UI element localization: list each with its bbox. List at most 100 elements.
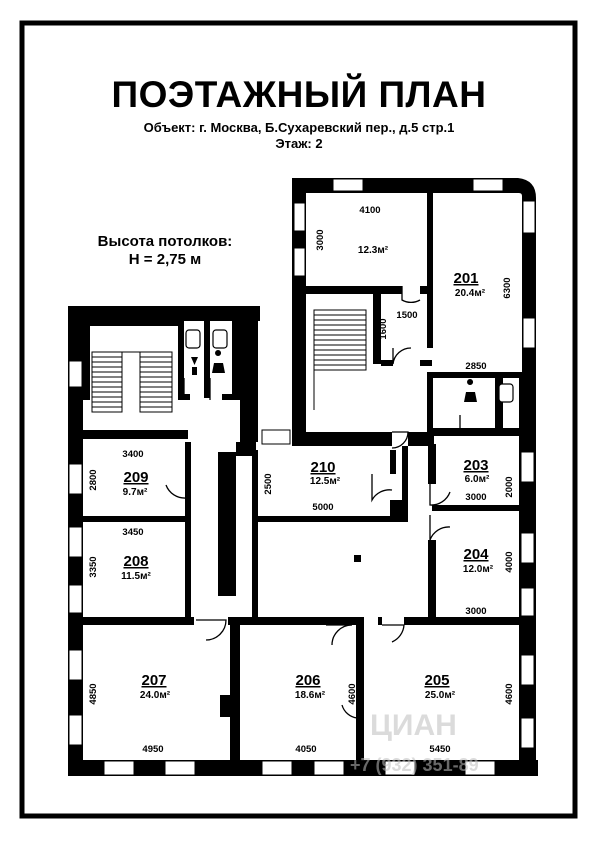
dimension: 4100 [359,205,380,216]
wall-segment [230,717,240,762]
ceiling-height-label: Высота потолков: [97,233,233,250]
room-number: 208 [123,553,148,570]
door [165,472,187,499]
door [391,431,409,449]
dimension: 4000 [504,551,515,572]
stair-steps [92,314,366,408]
wall-segment [432,505,522,511]
window [520,451,535,483]
wall-segment [378,617,382,625]
dimension: 2000 [504,476,515,497]
toilet-icon [185,329,201,349]
wall-segment [252,450,258,620]
stairs [91,309,367,413]
window [332,178,364,192]
wall-segment [306,286,402,294]
wall-segment [420,286,432,294]
watermark-logo: ЦИАН [370,709,457,742]
room-number: 209 [123,469,148,486]
ceiling-height-value: H = 2,75 м [128,251,202,268]
window [68,584,83,614]
door [326,624,353,646]
window [384,760,416,776]
wall-segment [185,442,191,617]
wall-segment [228,617,356,625]
room-area: 12.3м² [358,245,389,256]
dimension: 4850 [88,683,99,704]
wall-segment [292,286,306,446]
wall-segment [519,378,536,438]
dimension: 4600 [347,683,358,704]
room-number: 205 [424,672,449,689]
door [196,619,227,641]
window [520,587,535,617]
room-area: 24.0м² [140,690,171,701]
wall-segment [381,360,393,366]
room-number: 207 [141,672,166,689]
room-area: 20.4м² [455,288,486,299]
wall-segment [430,428,536,436]
wall-segment [204,320,210,398]
window [68,526,83,558]
wall-segment [232,320,240,398]
door [341,695,358,719]
wall-segment [373,294,381,364]
room-area: 6.0м² [465,474,490,485]
doors [165,286,461,719]
inner-walls [70,193,522,762]
wall-segment [256,516,398,522]
wall-segment [390,500,402,522]
door [429,515,451,541]
room-number: 204 [463,546,489,563]
toilet-icon [212,329,228,349]
wall-segment [222,394,240,400]
room-number: 203 [463,457,488,474]
watermark: ЦИАН +7 (932) 351-89 [350,709,479,775]
wall-segment [402,446,408,522]
toilets [185,329,514,403]
dimension: 1500 [396,310,417,321]
window [164,760,196,776]
dimension: 3000 [465,492,486,503]
door [401,286,421,304]
wall-segment [432,372,522,378]
window [103,760,135,776]
door [392,347,412,365]
wall-segment [88,320,178,326]
wall-segment [178,320,184,398]
window [68,714,83,746]
window [68,463,83,495]
restroom-signs [191,350,477,402]
window [520,532,535,564]
wall-segment [70,430,188,439]
window [261,760,293,776]
watermark-phone: +7 (932) 351-89 [350,755,479,775]
female-icon [464,379,477,402]
dimension: 3000 [315,229,326,250]
page-border [19,20,578,819]
room-area: 11.5м² [121,571,151,582]
room-number: 210 [310,459,335,476]
dimension: 5000 [312,502,333,513]
room-labels: 12.3м² 201 20.4м² 203 6.0м² 204 12.0м² 2… [121,245,494,701]
dimension: 4600 [504,683,515,704]
door [382,624,405,643]
room-number: 201 [453,270,478,287]
windows [68,178,536,776]
stair-rails [121,351,315,412]
wall-segment [427,193,433,348]
room-area: 9.7м² [123,487,148,498]
wall-segment [428,540,436,622]
object-address: Объект: г. Москва, Б.Сухаревский пер., д… [143,120,455,135]
window [520,654,535,686]
toilet-icon [498,383,514,403]
dimension: 5450 [429,744,450,755]
door [429,484,451,506]
window [68,649,83,681]
dimension-labels: 4100 3000 6300 1500 1600 2850 3400 2800 … [88,205,515,755]
door [371,474,393,503]
wall-segment [404,617,522,625]
floor-number: Этаж: 2 [275,136,323,151]
wall-segment [236,442,256,456]
room-area: 18.6м² [295,690,326,701]
